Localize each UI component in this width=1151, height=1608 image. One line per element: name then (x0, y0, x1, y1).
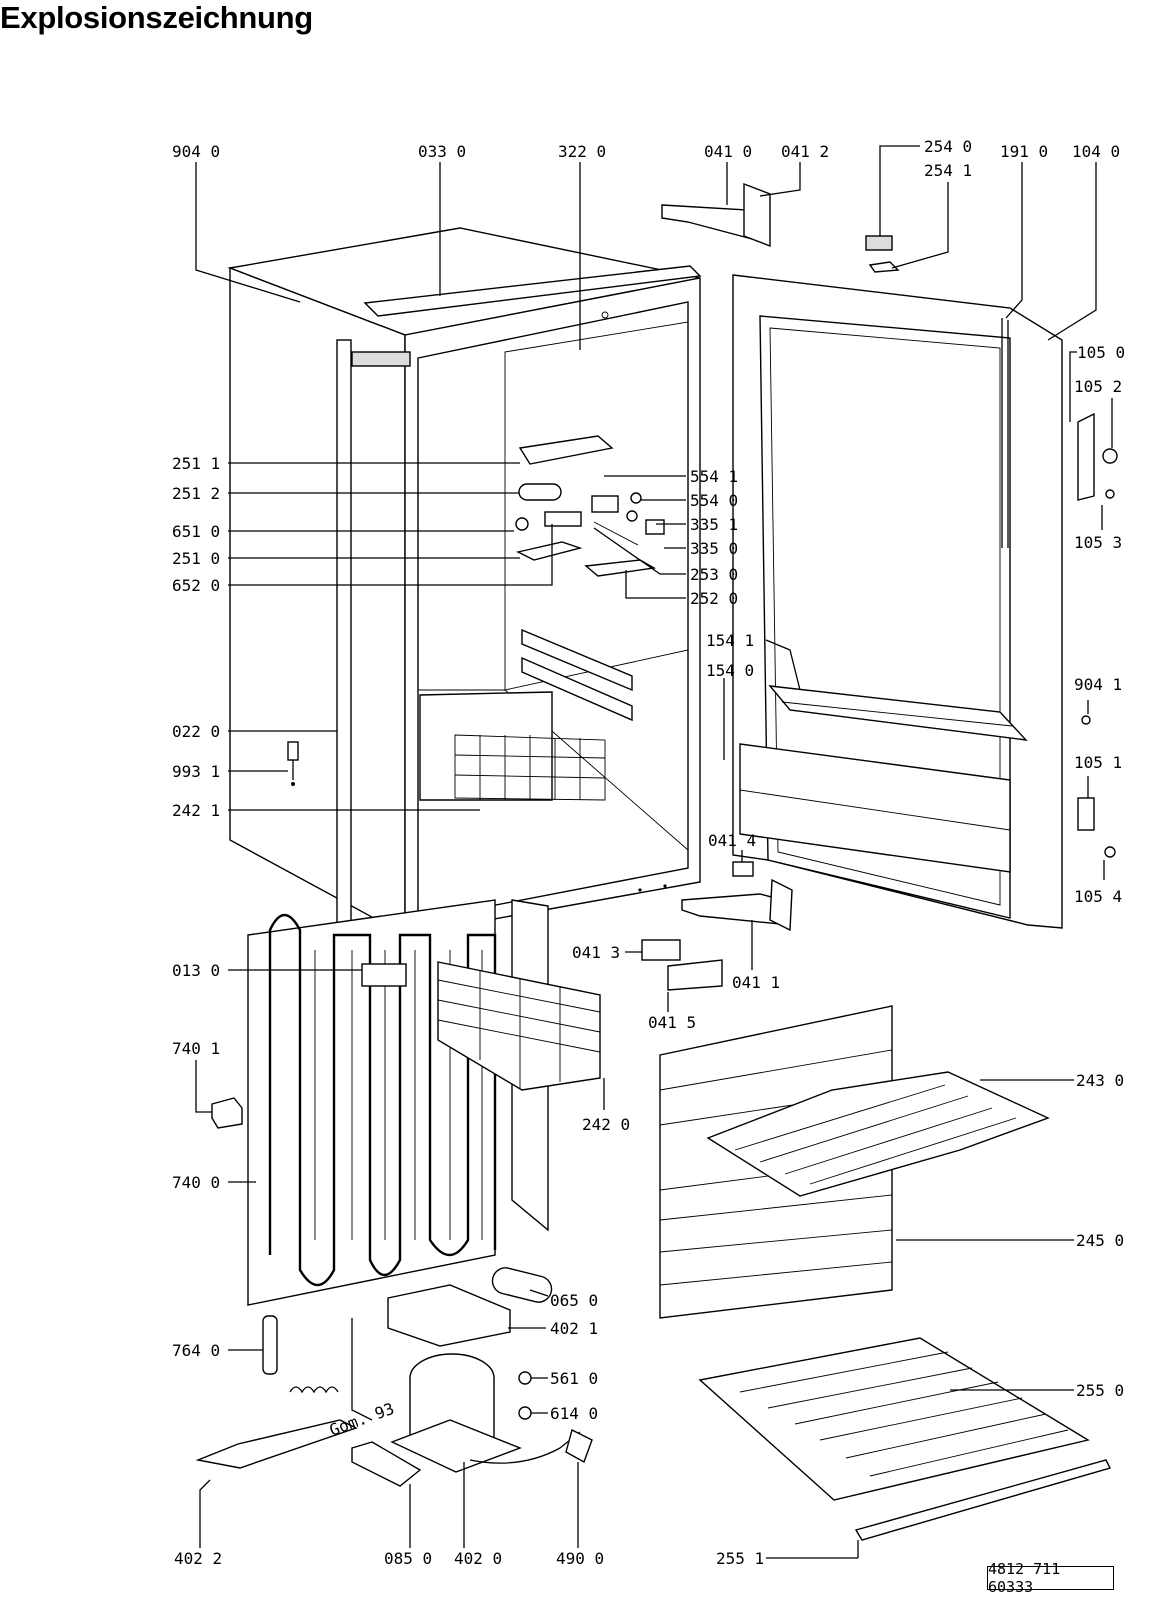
label-335-1: 335 1 (690, 515, 738, 534)
label-335-0: 335 0 (690, 539, 738, 558)
label-104-0: 104 0 (1072, 142, 1120, 161)
bracket-322 (351, 351, 411, 367)
label-041-5: 041 5 (648, 1013, 696, 1032)
leader-lines (195, 145, 1113, 1559)
label-252-0: 252 0 (690, 589, 738, 608)
label-243-0: 243 0 (1076, 1071, 1124, 1090)
wire-basket-242 (437, 961, 601, 1091)
heater-tube-022 (336, 339, 352, 953)
label-251-2: 251 2 (172, 484, 220, 503)
label-033-0: 033 0 (418, 142, 466, 161)
label-013-0: 013 0 (172, 961, 220, 980)
label-490-0: 490 0 (556, 1549, 604, 1568)
label-041-0: 041 0 (704, 142, 752, 161)
label-740-1: 740 1 (172, 1039, 220, 1058)
label-041-2: 041 2 (781, 142, 829, 161)
label-254-1: 254 1 (924, 161, 972, 180)
condenser (247, 899, 549, 1306)
label-651-0: 651 0 (172, 522, 220, 541)
shelf-243 (706, 1071, 1050, 1197)
label-105-0: 105 0 (1077, 343, 1125, 362)
label-254-0: 254 0 (924, 137, 972, 156)
label-993-1: 993 1 (172, 762, 220, 781)
label-904-1: 904 1 (1074, 675, 1122, 694)
label-322-0: 322 0 (558, 142, 606, 161)
door-assembly (732, 274, 1063, 929)
lower-hinge (641, 861, 793, 991)
label-253-0: 253 0 (690, 565, 738, 584)
compressor-assembly: Gom. 93 (195, 1267, 593, 1487)
label-022-0: 022 0 (172, 722, 220, 741)
part-labels: 904 0 033 0 322 0 041 0 041 2 254 0 254 … (172, 137, 1125, 1568)
page-title: Explosionszeichnung (0, 0, 313, 35)
label-041-3: 041 3 (572, 943, 620, 962)
label-764-0: 764 0 (172, 1341, 220, 1360)
label-402-2: 402 2 (174, 1549, 222, 1568)
label-554-1: 554 1 (690, 467, 738, 486)
relay-box (211, 1097, 243, 1129)
label-041-4: 041 4 (708, 831, 756, 850)
label-242-1: 242 1 (172, 801, 220, 820)
label-255-0: 255 0 (1076, 1381, 1124, 1400)
document-number: 4812 711 60333 (987, 1560, 1114, 1596)
label-154-0: 154 0 (706, 661, 754, 680)
glass-shelf-255 (698, 1337, 1112, 1541)
label-105-3: 105 3 (1074, 533, 1122, 552)
label-561-0: 561 0 (550, 1369, 598, 1388)
label-402-1: 402 1 (550, 1319, 598, 1338)
label-105-4: 105 4 (1074, 887, 1122, 906)
label-904-0: 904 0 (172, 142, 220, 161)
label-105-2: 105 2 (1074, 377, 1122, 396)
label-251-1: 251 1 (172, 454, 220, 473)
label-105-1: 105 1 (1074, 753, 1122, 772)
label-740-0: 740 0 (172, 1173, 220, 1192)
upper-hinge (661, 182, 900, 273)
label-191-0: 191 0 (1000, 142, 1048, 161)
label-652-0: 652 0 (172, 576, 220, 595)
label-255-1: 255 1 (716, 1549, 764, 1568)
door-clips (1077, 412, 1118, 858)
label-154-1: 154 1 (706, 631, 754, 650)
label-041-1: 041 1 (732, 973, 780, 992)
label-402-0: 402 0 (454, 1549, 502, 1568)
screw-993 (287, 741, 299, 786)
label-242-0: 242 0 (582, 1115, 630, 1134)
lamp-housing-assembly (351, 351, 665, 577)
label-245-0: 245 0 (1076, 1231, 1124, 1250)
label-085-0: 085 0 (384, 1549, 432, 1568)
label-614-0: 614 0 (550, 1404, 598, 1423)
label-065-0: 065 0 (550, 1291, 598, 1310)
cabinet-housing (227, 227, 702, 937)
signature-text: Gom. 93 (327, 1399, 397, 1440)
label-554-0: 554 0 (690, 491, 738, 510)
label-251-0: 251 0 (172, 549, 220, 568)
